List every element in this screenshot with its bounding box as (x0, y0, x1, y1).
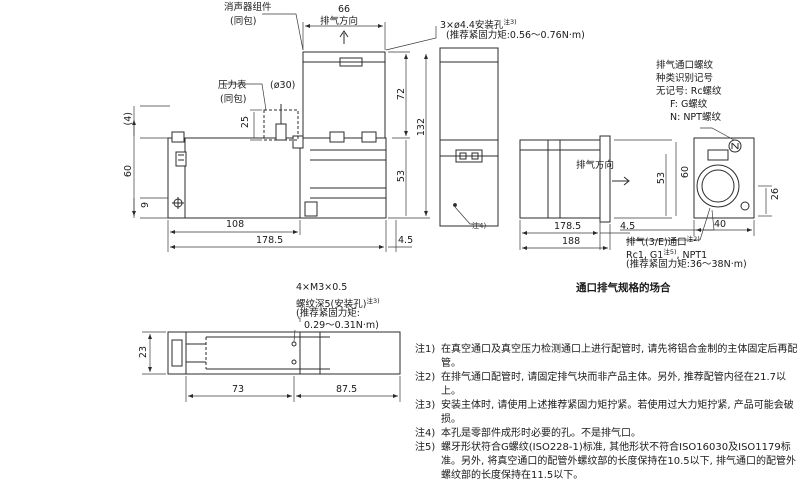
pressure-gauge-icon (263, 104, 299, 141)
dim-45b: 4.5 (620, 221, 636, 232)
exhaust-port-label: 排气(3/E)通口注2) (626, 235, 700, 249)
note-item: 注3)安装主体时, 请使用上述推荐紧固力矩拧紧。若使用过大力矩拧紧, 产品可能会… (415, 400, 794, 425)
thread-g: F: G螺纹 (670, 99, 708, 110)
dim-26: 26 (770, 188, 781, 201)
port-face-outline (693, 137, 755, 219)
identification-mark-icon (728, 139, 742, 153)
dim-60b: 60 (680, 166, 691, 179)
dim-60a: 60 (123, 165, 134, 178)
silencer-label: 消声器组件 (224, 2, 272, 13)
dim-72: 72 (396, 88, 407, 101)
bottom-view-outline (167, 331, 401, 375)
note4-label: 注4) (472, 222, 487, 230)
note-item: 注5)螺牙形状符合G螺纹(ISO228-1)标准, 其他形状不符合ISO1603… (415, 442, 796, 481)
dim-45a: 4.5 (398, 235, 414, 246)
mount-hole-torque: (推荐紧固力矩:0.56～0.76N·m) (446, 30, 585, 41)
exhaust-caption: 通口排气规格的场合 (576, 282, 671, 294)
dim-53a: 53 (396, 170, 407, 183)
note-item: 注1)在真空通口及真空压力检测通口上进行配管时, 请先将铝合金制的主体固定后再配… (415, 344, 798, 369)
gauge-label: 压力表 (218, 80, 247, 91)
silencer-sub: (同包) (230, 16, 257, 27)
exhaust-dir-side-label: 排气方向 (576, 160, 615, 171)
exhaust-port-threads: Rc1, G1注5), NPT1 (626, 248, 708, 262)
note-item: 注4)本孔是零部件成形时必要的孔。不是排气口。 (415, 428, 641, 439)
m3-torque-1: (推荐紧固力矩: (296, 308, 360, 319)
dim-188: 188 (562, 236, 581, 247)
dim-73: 73 (232, 384, 245, 395)
exhaust-port-torque: (推荐紧固力矩:36～38N·m) (626, 259, 747, 270)
note-item: 注2)在排气通口配管时, 请固定排气块而非产品主体。另外, 推荐配管内径在21.… (415, 372, 786, 397)
dim-875: 87.5 (336, 384, 358, 395)
arrow-icon (339, 30, 349, 44)
gauge-diameter: (ø30) (270, 80, 296, 91)
dim-9: 9 (140, 202, 151, 209)
dim-23: 23 (138, 346, 149, 359)
dim-25: 25 (240, 116, 251, 129)
dim-66: 66 (338, 4, 351, 15)
dim-4: (4) (123, 112, 134, 126)
notes-block: 注1)在真空通口及真空压力检测通口上进行配管时, 请先将铝合金制的主体固定后再配… (415, 343, 800, 483)
exhaust-arrow-icon (612, 176, 630, 186)
m3-label: 4×M3×0.5 (296, 282, 348, 293)
dim-40: 40 (714, 219, 727, 230)
dim-1785a: 178.5 (256, 235, 284, 246)
thread-rc: 无记号: Rc螺纹 (656, 86, 722, 97)
dim-53b: 53 (656, 172, 667, 185)
dim-132: 132 (416, 118, 427, 137)
side-view-outline (439, 47, 499, 227)
gauge-sub: (同包) (220, 94, 247, 105)
dim-1785b: 178.5 (554, 221, 582, 232)
m3-depth: 螺纹深5(安装孔)注3) (296, 297, 380, 311)
silencer-outline (302, 51, 386, 139)
dim-108: 108 (226, 219, 245, 230)
thread-id-label: 种类识别记号 (656, 73, 714, 84)
thread-npt: N: NPT螺纹 (670, 112, 721, 123)
mount-hole-label: 3×ø4.4安装孔注3) (440, 18, 517, 32)
thread-label: 排气通口螺纹 (656, 60, 714, 71)
exhaust-dir-top-label: 排气方向 (320, 16, 359, 27)
m3-torque-2: 0.29～0.31N·m) (304, 320, 379, 331)
